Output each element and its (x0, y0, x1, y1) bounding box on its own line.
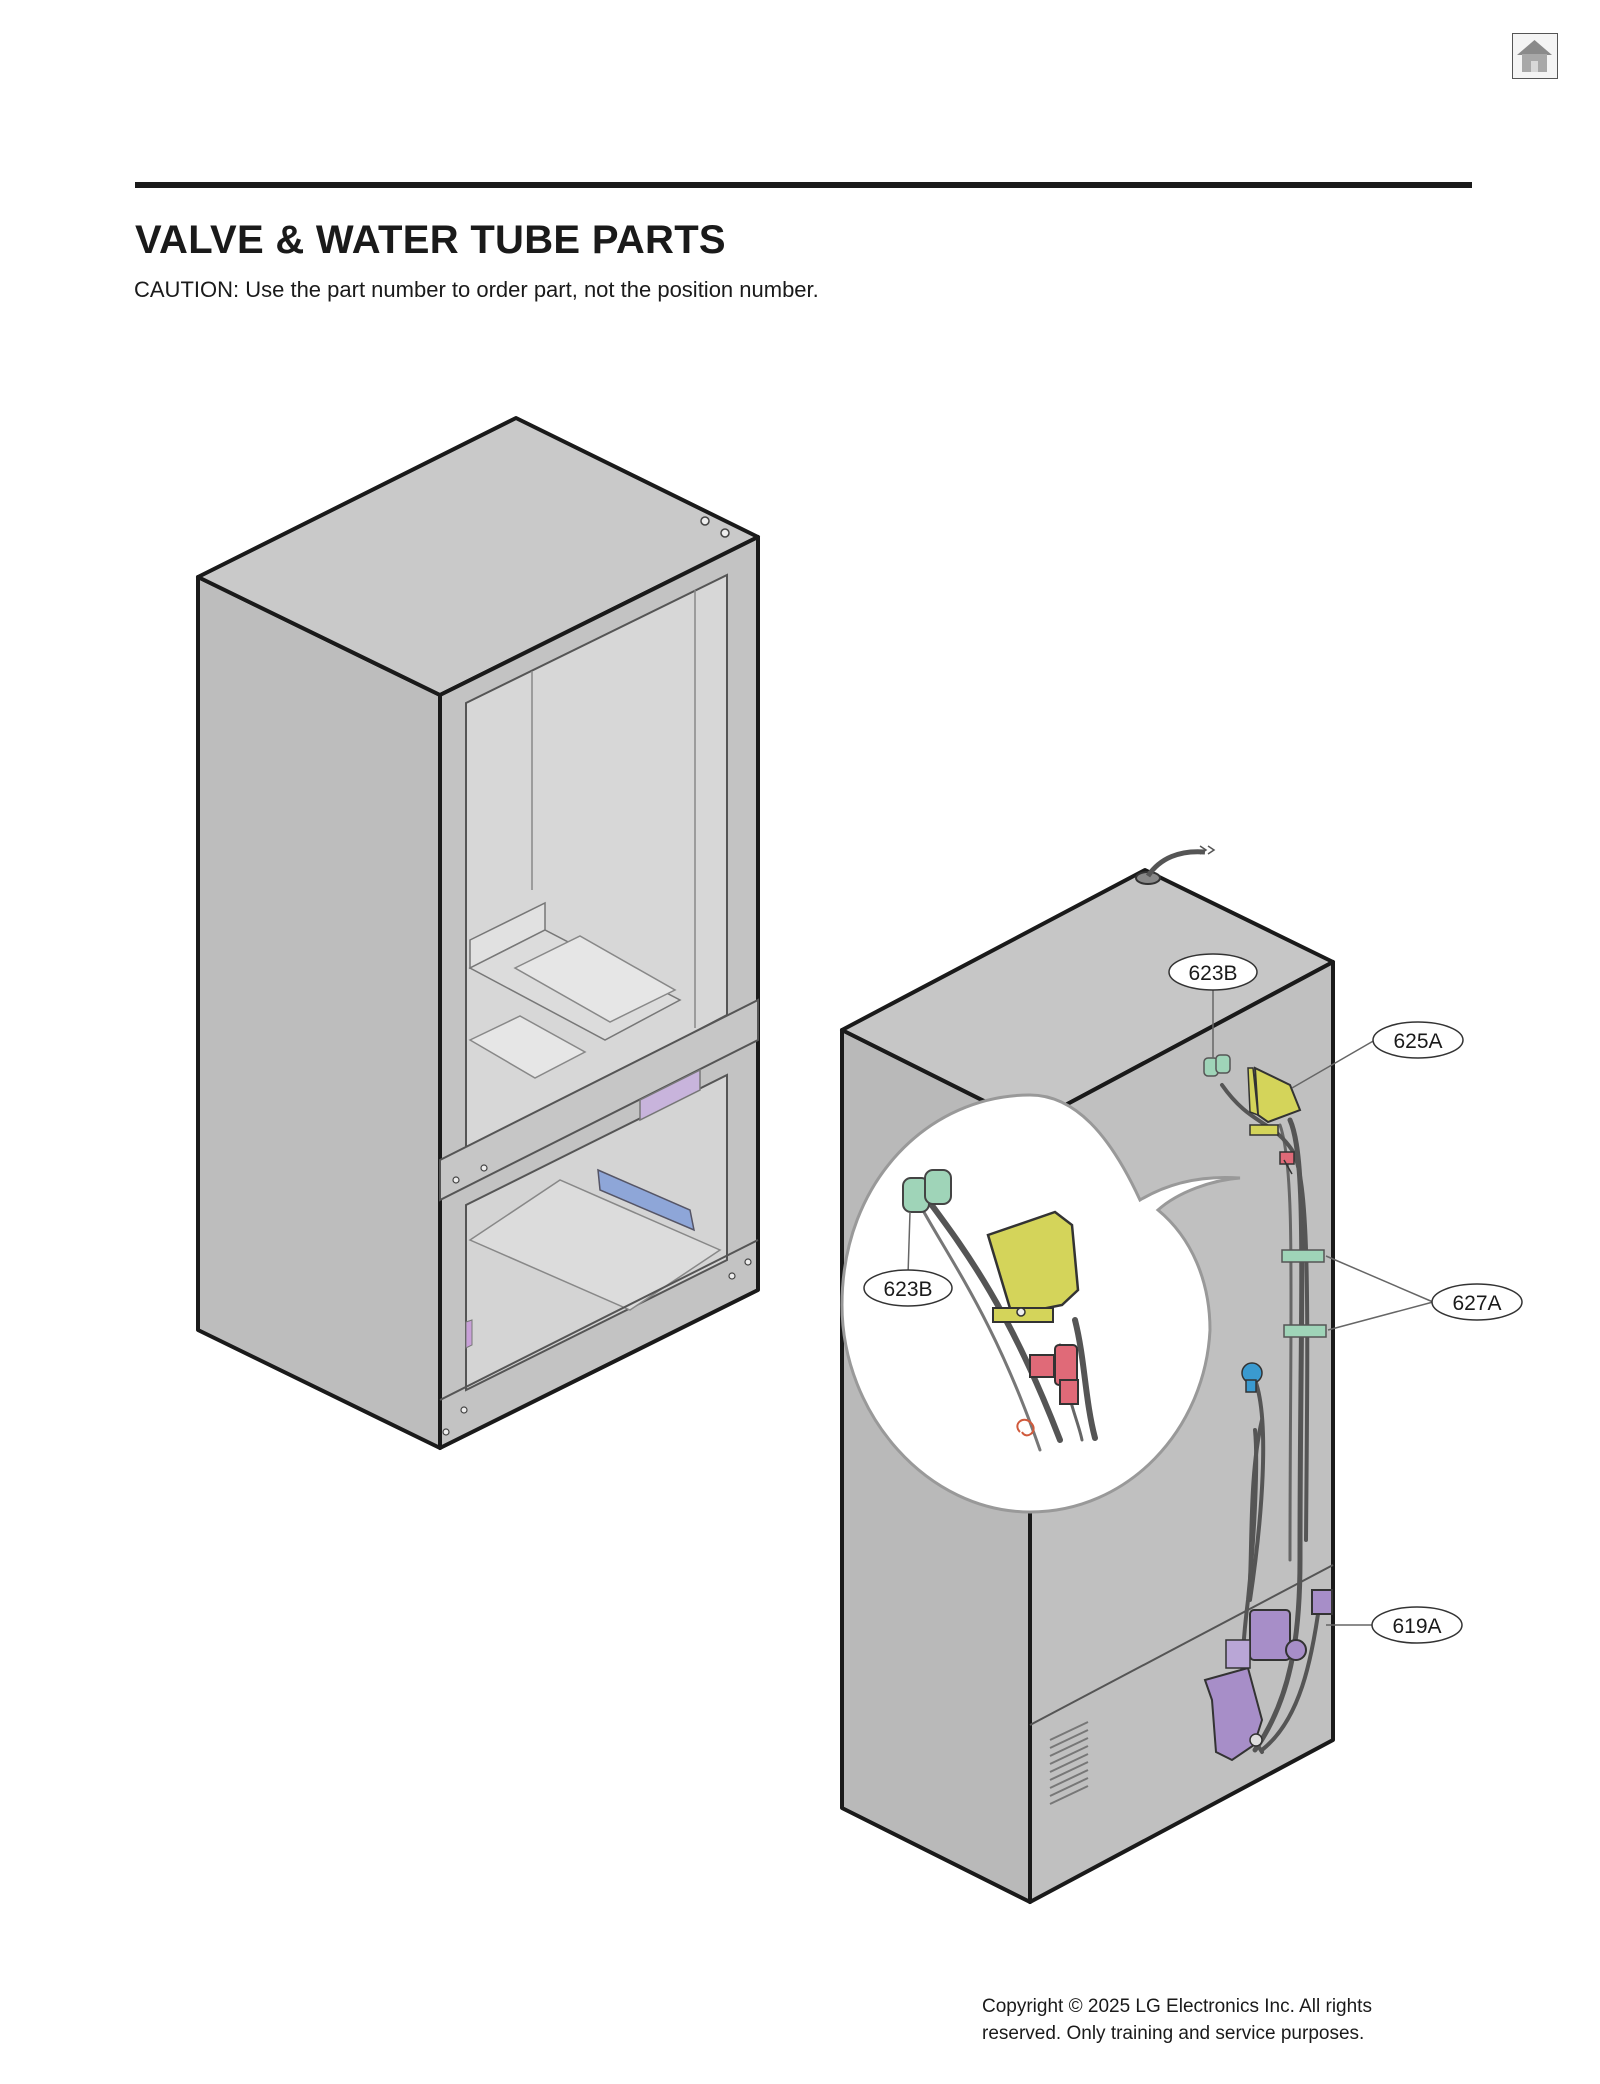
svg-text:625A: 625A (1393, 1030, 1442, 1053)
water-valve-625a (1247, 1066, 1302, 1175)
copyright-notice: Copyright © 2025 LG Electronics Inc. All… (982, 1993, 1442, 2047)
home-icon (1517, 40, 1552, 72)
refrigerator-front-cabinet (196, 416, 760, 1450)
callout-623b-top: 623B (1168, 953, 1258, 991)
svg-text:623B: 623B (1188, 962, 1237, 985)
callout-619a: 619A (1371, 1606, 1463, 1644)
page-title: VALVE & WATER TUBE PARTS (135, 218, 726, 262)
svg-text:627A: 627A (1452, 1292, 1501, 1315)
callout-625a: 625A (1372, 1021, 1464, 1059)
callout-leaders (907, 989, 1434, 1626)
callout-623b-zoom: 623B (863, 1269, 953, 1307)
blue-fitting (1241, 1362, 1263, 1393)
header-rule (135, 182, 1472, 188)
home-button[interactable] (1512, 33, 1558, 79)
tube-clamp-627a (1281, 1249, 1327, 1338)
copyright-line-2: reserved. Only training and service purp… (982, 2023, 1365, 2044)
svg-text:619A: 619A (1392, 1615, 1441, 1638)
caution-note: CAUTION: Use the part number to order pa… (134, 277, 819, 302)
detail-zoom-bubble (840, 1093, 1241, 1514)
copyright-line-1: Copyright © 2025 LG Electronics Inc. All… (982, 1996, 1372, 2017)
callout-627a: 627A (1431, 1283, 1523, 1321)
water-inlet-valve-619a (1203, 1589, 1333, 1762)
svg-text:623B: 623B (883, 1278, 932, 1301)
tube-clip-623b (1203, 1054, 1231, 1077)
